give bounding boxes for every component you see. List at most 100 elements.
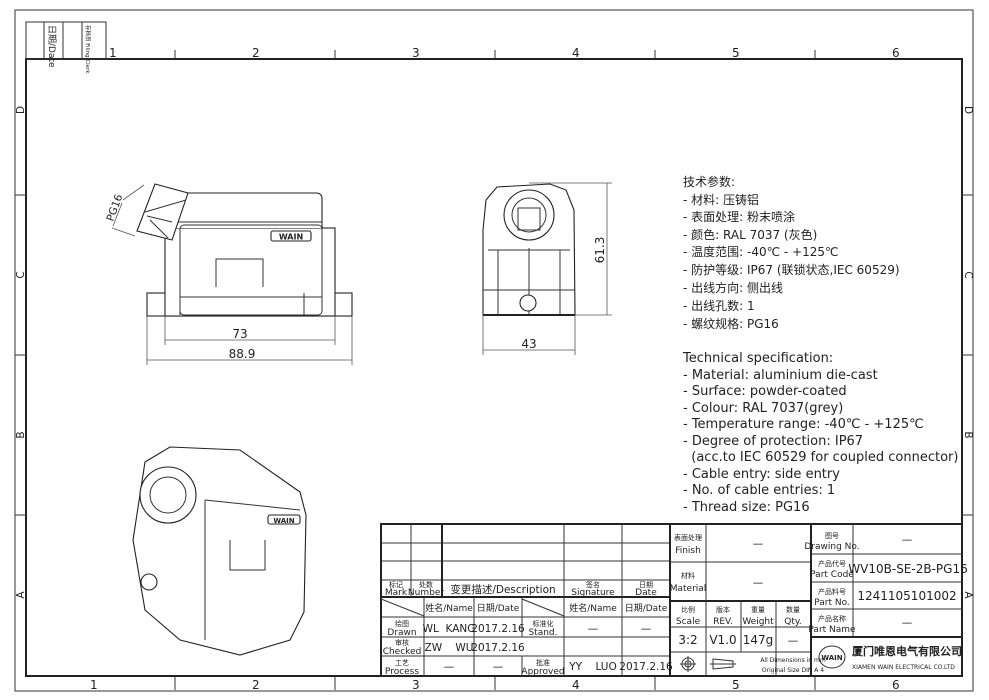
stand-date: — [641,623,652,635]
process-cn: 工艺 [395,659,409,667]
weight-value: 147g [743,633,774,647]
filing-clerk-label: 存档员 Filing Clerk [84,25,92,74]
side-view: WAIN PG16 73 88.9 [105,183,353,365]
process-name: — [444,661,455,673]
material-value: — [753,577,764,589]
part-no-value: 1241105101002 [857,589,956,603]
rev-label: REV. [713,617,733,627]
signature-cn: 签名 [586,580,600,589]
zone-markers [15,50,973,690]
zone-row-c-right: C [962,271,974,278]
drawing-no-cn: 图号 [825,532,839,540]
material-label: Material [670,584,707,594]
scale-value: 3:2 [678,633,697,647]
outer-border [14,9,974,692]
stand-label: Stand. [528,628,557,638]
spec-cn-line: - 出线方向: 侧出线 [683,280,783,295]
process-date: — [493,661,504,673]
zone-col-4: 4 [572,46,580,60]
spec-cn-line: - 出线孔数: 1 [683,298,755,313]
spec-cn-title: 技术参数: [683,174,735,189]
original-size-note: Original Size DIN A 4 [762,667,824,674]
part-name-label: Part Name [808,625,856,635]
zone-col-1: 1 [109,46,117,60]
drawn-name: WL KANG [423,623,476,635]
spec-english: Technical specification: - Material: alu… [682,351,958,515]
approved-cn: 批准 [536,658,550,667]
scale-label: Scale [676,617,701,627]
part-code-cn: 产品代号 [818,559,846,568]
qty-value: — [788,635,799,647]
part-code-value: WV10B-SE-2B-PG16 [848,562,967,576]
zone-row-b-right: B [962,431,974,438]
process-label: Process [385,667,419,677]
dimensions-note: All Dimensions in mm [760,657,825,664]
part-code-label: Part Code [810,570,854,580]
number-label: Number [408,588,444,598]
projection-symbol-icon [680,656,736,672]
dimension-73: 73 [232,327,247,341]
drawn-date: 2017.2.16 [471,623,525,635]
weight-cn: 重量 [751,606,765,614]
zone-col-1-bottom: 1 [90,678,98,692]
spec-en-line: (acc.to IEC 60529 for coupled connector) [683,450,958,465]
drawn-cn: 绘图 [395,619,409,628]
zone-col-3-bottom: 3 [412,678,420,692]
checked-cn: 审核 [395,638,409,647]
side-logo: WAIN [279,233,303,242]
mark-cn: 标记 [389,580,403,589]
qty-cn: 数量 [786,605,800,614]
spec-cn-line: - 温度范围: -40℃ - +125℃ [683,244,838,259]
spec-en-title: Technical specification: [682,351,833,366]
approved-label: Approved [521,667,564,677]
checked-label: Checked [383,647,422,657]
name-header-2: 姓名/Name [569,602,617,614]
mark-label: Mark [385,588,408,598]
zone-row-b: B [15,431,27,438]
finish-label: Finish [675,546,701,556]
title-block [380,523,963,677]
date-cn: 日期 [639,581,653,589]
zone-row-a-right: A [962,591,974,599]
number-cn: 处数 [419,580,433,589]
spec-cn-line: - 表面处理: 粉末喷涂 [683,209,795,224]
zone-row-a: A [15,591,27,599]
date-header-2: 日期/Date [625,603,668,614]
approved-name: YY LUO [568,661,616,673]
dimension-43: 43 [521,337,536,351]
stand-name: — [588,623,599,635]
spec-en-line: - Degree of protection: IP67 [683,434,863,449]
part-no-label: Part No. [814,598,850,608]
date-header: 日期/Date [477,603,520,614]
checked-date: 2017.2.16 [471,642,525,654]
isometric-view: WAIN [132,446,307,656]
part-no-cn: 产品料号 [818,587,846,596]
part-name-value: — [902,617,913,629]
drawing-no-value: — [902,534,913,546]
zone-row-d-right: D [962,106,974,114]
thread-dimension: PG16 [105,192,126,223]
drawn-label: Drawn [387,628,416,638]
weight-label: Weight [742,617,774,627]
front-view: 61.3 43 [482,182,612,355]
finish-value: — [753,538,764,550]
material-cn: 材料 [681,571,695,580]
spec-cn-line: - 防护等级: IP67 (联锁状态,IEC 60529) [683,262,900,277]
zone-col-6: 6 [892,46,900,60]
spec-en-line: - Temperature range: -40℃ - +125℃ [683,417,924,432]
signature-label: Signature [571,588,615,598]
drawing-no-label: Drawing No. [804,542,859,552]
description-header: 变更描述/Description [450,583,555,596]
spec-en-line: - No. of cable entries: 1 [683,483,835,498]
company-logo-text: WAIN [821,654,842,662]
iso-logo: WAIN [273,517,294,525]
dimension-88-9: 88.9 [229,347,256,361]
zone-col-6-bottom: 6 [892,678,900,692]
scale-cn: 比例 [681,605,695,614]
date-label: Date [635,588,657,598]
zone-row-d: D [15,106,27,114]
zone-row-c: C [15,271,27,278]
zone-col-4-bottom: 4 [572,678,580,692]
zone-col-5-bottom: 5 [732,678,740,692]
